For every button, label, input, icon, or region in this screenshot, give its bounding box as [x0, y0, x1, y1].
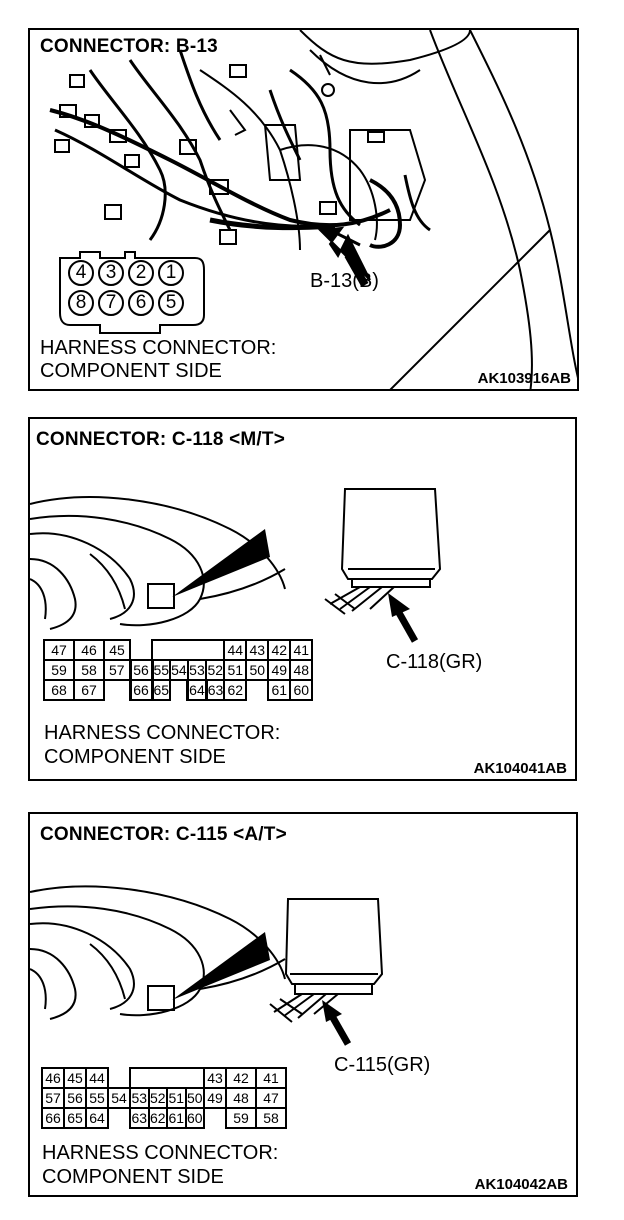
pin: 55: [150, 659, 172, 681]
pin: 54: [107, 1087, 131, 1109]
pin: 45: [63, 1067, 87, 1089]
pin: 54: [169, 659, 189, 681]
pin: 63: [129, 1107, 150, 1129]
dashboard-illustration: [30, 488, 442, 643]
pin: 60: [289, 679, 314, 701]
connector-c118-panel: CONNECTOR: C-118 <M/T> 47 46 45 44 43 42…: [28, 417, 577, 781]
pin: 66: [41, 1107, 65, 1129]
pin-empty: [246, 680, 268, 700]
connector-b13-panel: CONNECTOR: B-13 4 3 2 1 8 7 6 5 B-13(B) …: [28, 28, 579, 391]
pin: 58: [73, 659, 105, 681]
pin: 61: [166, 1107, 187, 1129]
pin: 68: [43, 679, 75, 701]
caption-line2: COMPONENT SIDE: [42, 1166, 224, 1188]
c115-callout-label: C-115(GR): [334, 1054, 431, 1076]
pin: 41: [289, 639, 314, 661]
pin-empty: [170, 680, 188, 700]
pin-empty: [204, 1108, 226, 1128]
pin: 53: [129, 1087, 150, 1109]
connector-key: [129, 1067, 205, 1088]
pin: 53: [186, 659, 208, 681]
pin: 50: [245, 659, 270, 681]
pin: 46: [41, 1067, 65, 1089]
panel-title: CONNECTOR: C-118 <M/T>: [36, 429, 285, 450]
caption-line2: COMPONENT SIDE: [44, 746, 226, 768]
b13-callout-label: B-13(B): [310, 270, 379, 292]
pin: 56: [63, 1087, 87, 1109]
pin: 51: [166, 1087, 187, 1109]
pin: 60: [184, 1107, 205, 1129]
pin: 42: [267, 639, 292, 661]
pin: 8: [68, 290, 94, 316]
panel-title: CONNECTOR: C-115 <A/T>: [40, 824, 287, 845]
pin: 65: [63, 1107, 87, 1129]
dashboard-illustration: [30, 885, 384, 1046]
pin: 64: [85, 1107, 109, 1129]
pin: 7: [98, 290, 124, 316]
pin: 2: [128, 260, 154, 286]
pin: 48: [225, 1087, 257, 1109]
c115-pin-layout: 46 45 44 43 42 41 57 56 55 54 53 52 51 5…: [41, 1067, 287, 1129]
pin: 62: [223, 679, 248, 701]
pin: 48: [289, 659, 314, 681]
pin: 57: [41, 1087, 65, 1109]
caption-line1: HARNESS CONNECTOR:: [44, 722, 281, 744]
pin: 52: [205, 659, 226, 681]
pin: 47: [255, 1087, 287, 1109]
pin: 59: [225, 1107, 257, 1129]
pin: 44: [223, 639, 248, 661]
pin: 67: [73, 679, 105, 701]
pin: 51: [223, 659, 248, 681]
pin: 42: [225, 1067, 257, 1089]
pin: 41: [255, 1067, 287, 1089]
pin: 49: [267, 659, 292, 681]
pin: 4: [68, 260, 94, 286]
pin: 47: [43, 639, 75, 661]
pin: 6: [128, 290, 154, 316]
caption-line2: COMPONENT SIDE: [40, 360, 222, 382]
c118-pin-layout: 47 46 45 44 43 42 41 59 58 57 56 55 54 5…: [43, 639, 314, 701]
pin: 43: [245, 639, 270, 661]
pin: 61: [267, 679, 292, 701]
c118-callout-label: C-118(GR): [386, 651, 483, 673]
pin-empty: [108, 1108, 130, 1128]
pin: 46: [73, 639, 105, 661]
pin: 56: [128, 659, 154, 681]
pin: 65: [150, 679, 172, 701]
pin: 49: [203, 1087, 227, 1109]
pin-empty: [108, 1068, 130, 1088]
pin: 55: [85, 1087, 109, 1109]
figure-code: AK103916AB: [477, 370, 571, 387]
pin: 5: [158, 290, 184, 316]
pin: 64: [186, 679, 208, 701]
caption-line1: HARNESS CONNECTOR:: [42, 1142, 279, 1164]
pin: 59: [43, 659, 75, 681]
caption-line1: HARNESS CONNECTOR:: [40, 337, 277, 359]
panel-title: CONNECTOR: B-13: [40, 36, 218, 57]
pin-empty: [104, 680, 130, 700]
pin: 62: [147, 1107, 168, 1129]
connector-c115-panel: CONNECTOR: C-115 <A/T> 46 45 44 43 42 41…: [28, 812, 578, 1197]
pin: 57: [103, 659, 131, 681]
pin: 52: [147, 1087, 168, 1109]
pin: 58: [255, 1107, 287, 1129]
pin: 43: [203, 1067, 227, 1089]
pin: 44: [85, 1067, 109, 1089]
pin: 1: [158, 260, 184, 286]
pin: 63: [205, 679, 226, 701]
figure-code: AK104041AB: [473, 760, 567, 777]
pin: 45: [103, 639, 131, 661]
pin-empty: [130, 640, 152, 660]
connector-key: [150, 639, 226, 660]
pin: 50: [184, 1087, 205, 1109]
pin: 3: [98, 260, 124, 286]
pin: 66: [128, 679, 154, 701]
figure-code: AK104042AB: [474, 1176, 568, 1193]
